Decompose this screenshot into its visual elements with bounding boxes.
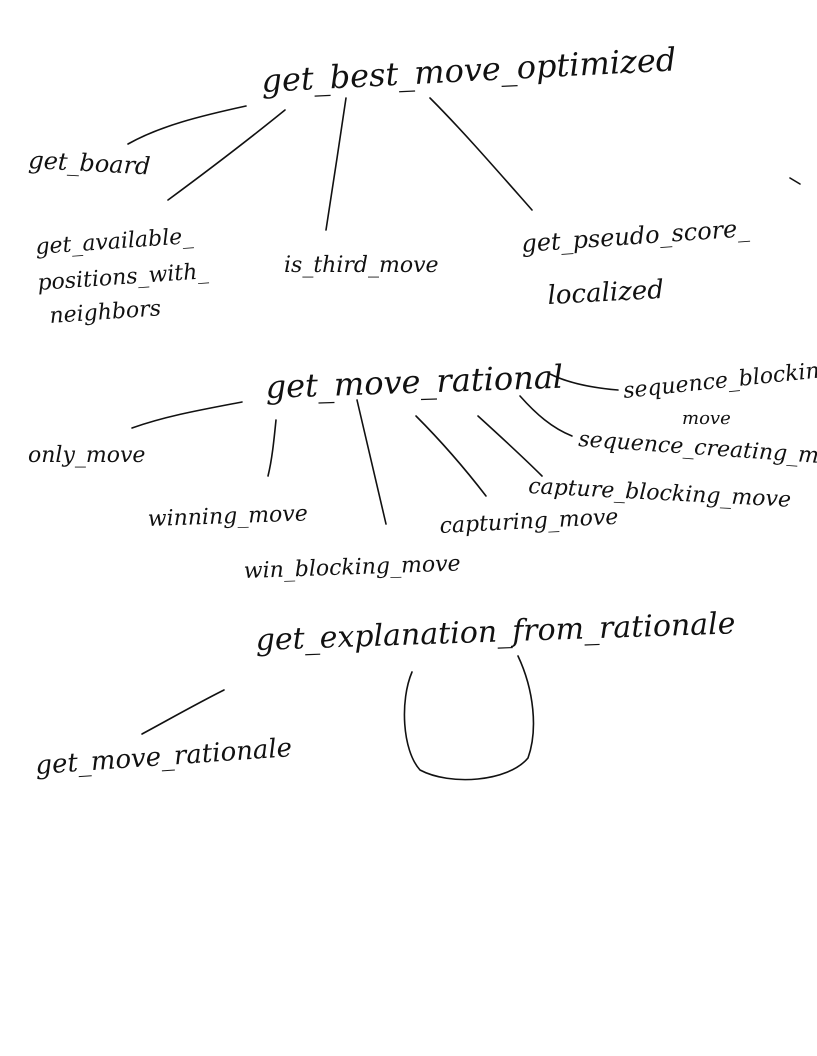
- label-get-available-line-2: positions_with_: [37, 259, 209, 296]
- edge-get-move-rational-to-only-move: [131, 401, 243, 429]
- stray-mark: [789, 177, 801, 185]
- edge-get-explanation-self-loop: [403, 655, 535, 781]
- edge-get-move-rational-to-sequence-blocking-move: [549, 373, 619, 391]
- label-is-third-move: is_third_move: [284, 253, 439, 278]
- label-get-explanation-from-rationale: get_explanation_from_rationale: [255, 606, 736, 658]
- label-sequence-blocking-line-2: move: [682, 408, 731, 429]
- edges-group-3: [141, 655, 535, 781]
- label-capturing-move: capturing_move: [439, 505, 619, 539]
- node-get-explanation-from-rationale: get_explanation_from_rationale: [255, 606, 736, 658]
- edge-get-move-rational-to-sequence-creating-move: [519, 395, 573, 437]
- node-get-available-positions-with-neighbors: get_available_ positions_with_ neighbors: [35, 224, 209, 329]
- node-is-third-move: is_third_move: [284, 253, 439, 278]
- edge-get-move-rational-to-win-blocking-move: [356, 399, 387, 525]
- edge-get-move-rational-to-winning-move: [267, 419, 277, 477]
- node-sequence-creating-move: sequence_creating_move: [578, 427, 817, 471]
- label-get-available-line-1: get_available_: [35, 224, 194, 260]
- edge-get-move-rational-to-capture-blocking-move: [477, 415, 543, 477]
- node-only-move: only_move: [28, 443, 145, 468]
- label-only-move: only_move: [28, 443, 145, 468]
- label-get-board: get_board: [28, 146, 151, 180]
- label-sequence-creating-move: sequence_creating_move: [578, 427, 817, 471]
- label-get-move-rationale: get_move_rationale: [34, 733, 293, 781]
- edge-get-best-move-to-get-board: [127, 105, 247, 145]
- edge-get-best-move-to-get-available: [167, 109, 286, 201]
- label-get-move-rational: get_move_rational: [265, 358, 564, 406]
- label-get-best-move-optimized: get_best_move_optimized: [260, 40, 677, 100]
- node-sequence-blocking-move: sequence_blocking move: [622, 357, 817, 429]
- edges-group-1: [127, 97, 801, 231]
- label-get-available-line-3: neighbors: [49, 296, 162, 329]
- label-win-blocking-move: win_blocking_move: [243, 551, 461, 584]
- node-winning-move: winning_move: [147, 501, 308, 532]
- edges-group-2: [131, 373, 619, 525]
- node-get-best-move-optimized: get_best_move_optimized: [260, 40, 677, 100]
- node-win-blocking-move: win_blocking_move: [243, 551, 461, 584]
- label-winning-move: winning_move: [147, 501, 308, 532]
- edge-get-explanation-to-get-move-rationale: [141, 689, 225, 735]
- node-get-board: get_board: [28, 146, 151, 180]
- node-get-pseudo-score-localized: get_pseudo_score_ localized: [520, 214, 750, 311]
- node-get-move-rational: get_move_rational: [265, 358, 564, 406]
- edge-get-best-move-to-is-third-move: [325, 97, 347, 231]
- node-get-move-rationale: get_move_rationale: [34, 733, 293, 781]
- label-sequence-blocking-line-1: sequence_blocking: [622, 357, 817, 404]
- edge-get-move-rational-to-capturing-move: [415, 415, 487, 497]
- label-get-pseudo-score-line-2: localized: [547, 275, 665, 311]
- label-get-pseudo-score-line-1: get_pseudo_score_: [520, 214, 750, 258]
- node-capturing-move: capturing_move: [439, 505, 619, 539]
- edge-get-best-move-to-get-pseudo-score: [429, 97, 533, 211]
